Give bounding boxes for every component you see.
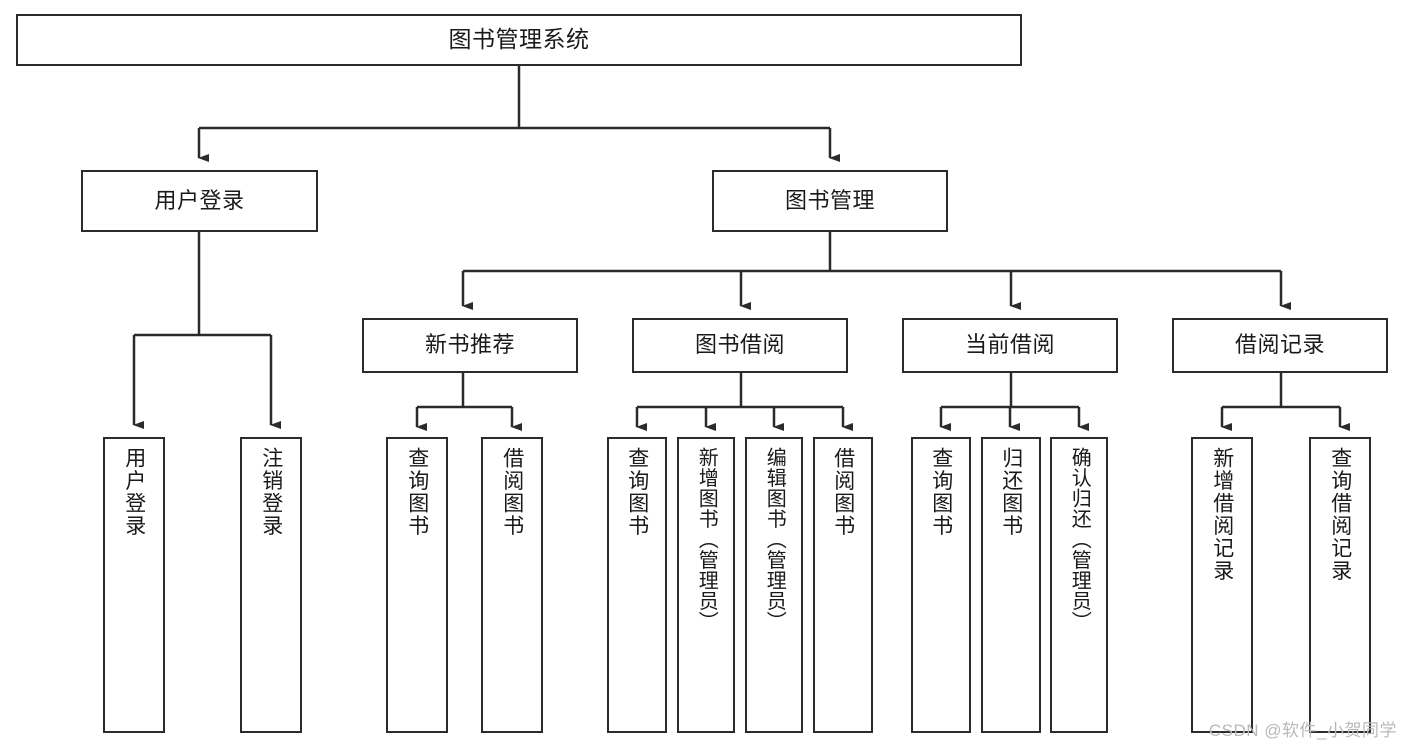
node-new-book-recommend[interactable]: 新书推荐 [362,318,578,373]
leaf-current-borrow-confirm-return[interactable]: 确认归还（管理员） [1050,437,1108,733]
node-book-manage-label: 图书管理 [784,187,875,213]
node-current-borrow-label: 当前借阅 [964,332,1055,358]
node-user-login-label: 用户登录 [154,187,245,213]
leaf-borrow-record-add-label: 新增借阅记录 [1210,447,1234,582]
leaf-book-borrow-borrow[interactable]: 借阅图书 [813,437,873,733]
leaf-user-login-login-label: 用户登录 [122,447,146,537]
leaf-new-book-borrow[interactable]: 借阅图书 [481,437,543,733]
leaf-book-borrow-borrow-label: 借阅图书 [831,447,855,537]
leaf-user-login-login[interactable]: 用户登录 [103,437,165,733]
leaf-new-book-query[interactable]: 查询图书 [386,437,448,733]
leaf-current-borrow-query[interactable]: 查询图书 [911,437,971,733]
node-borrow-record-label: 借阅记录 [1234,332,1325,358]
leaf-borrow-record-add[interactable]: 新增借阅记录 [1191,437,1253,733]
node-book-borrow[interactable]: 图书借阅 [632,318,848,373]
leaf-user-login-logout-label: 注销登录 [259,447,283,537]
node-borrow-record[interactable]: 借阅记录 [1172,318,1388,373]
leaf-book-borrow-add[interactable]: 新增图书（管理员） [677,437,735,733]
leaf-book-borrow-edit-label: 编辑图书（管理员） [763,447,786,632]
node-current-borrow[interactable]: 当前借阅 [902,318,1118,373]
leaf-current-borrow-return-label: 归还图书 [999,447,1023,537]
leaf-user-login-logout[interactable]: 注销登录 [240,437,302,733]
node-book-manage[interactable]: 图书管理 [712,170,948,232]
leaf-new-book-borrow-label: 借阅图书 [500,447,524,537]
node-new-book-recommend-label: 新书推荐 [424,332,515,358]
node-user-login[interactable]: 用户登录 [81,170,318,232]
node-book-borrow-label: 图书借阅 [694,332,785,358]
leaf-borrow-record-query-label: 查询借阅记录 [1328,447,1352,582]
leaf-current-borrow-query-label: 查询图书 [929,447,953,537]
leaf-borrow-record-query[interactable]: 查询借阅记录 [1309,437,1371,733]
leaf-book-borrow-query-label: 查询图书 [625,447,649,537]
leaf-book-borrow-edit[interactable]: 编辑图书（管理员） [745,437,803,733]
leaf-current-borrow-confirm-return-label: 确认归还（管理员） [1068,447,1091,632]
node-root-system-label: 图书管理系统 [448,26,590,53]
node-root-system[interactable]: 图书管理系统 [16,14,1022,66]
leaf-new-book-query-label: 查询图书 [405,447,429,537]
leaf-book-borrow-add-label: 新增图书（管理员） [695,447,718,632]
leaf-book-borrow-query[interactable]: 查询图书 [607,437,667,733]
watermark-text: CSDN @软件_小贺同学 [1208,721,1397,740]
leaf-current-borrow-return[interactable]: 归还图书 [981,437,1041,733]
